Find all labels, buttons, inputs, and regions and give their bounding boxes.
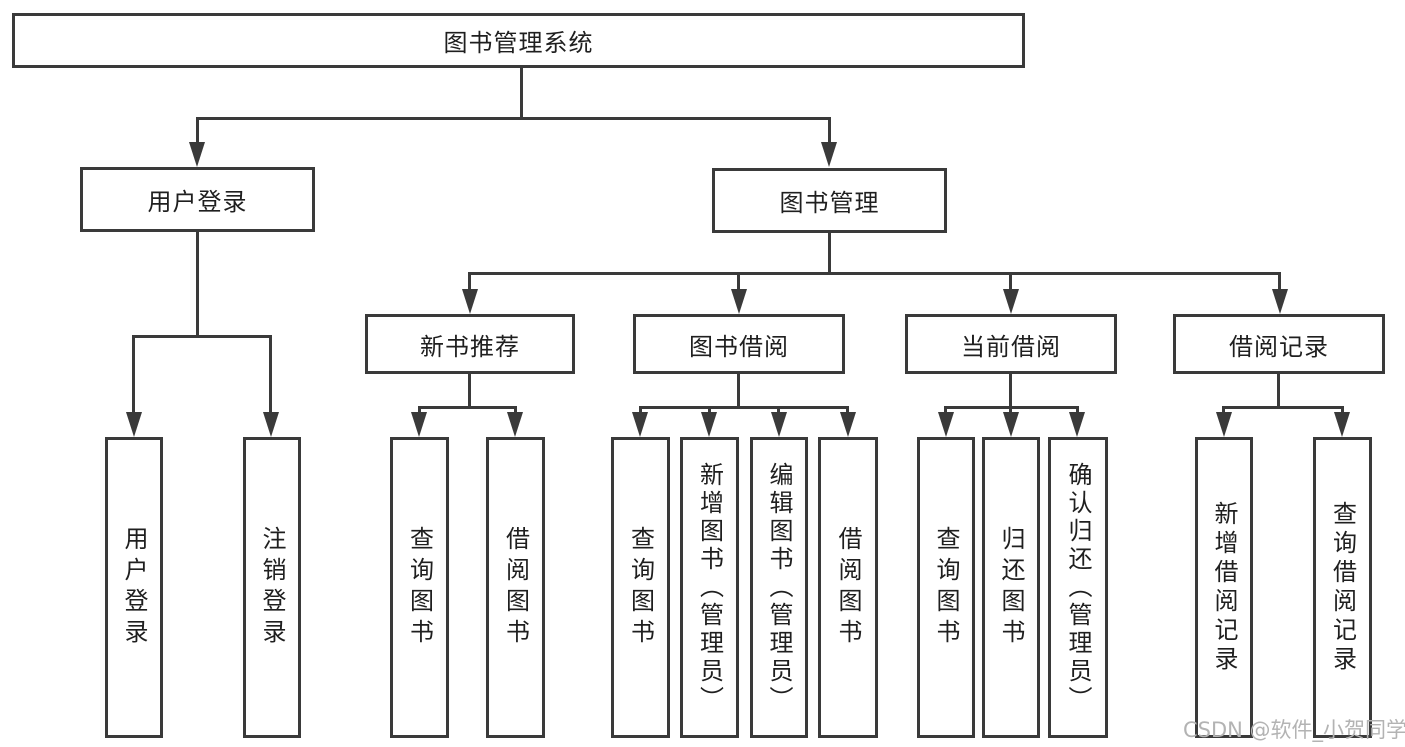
connector-line (1076, 406, 1079, 415)
node-user-login-group: 用户登录 (80, 167, 315, 232)
connector-line (737, 272, 740, 291)
node-borrowing-query-books: 查询图书 (611, 437, 670, 738)
node-current-confirm-return: 确认归还（管理员） (1048, 437, 1108, 738)
arrowhead (126, 412, 142, 437)
node-user-login: 用户登录 (105, 437, 163, 738)
node-root: 图书管理系统 (12, 13, 1025, 68)
arrowhead (771, 412, 787, 437)
connector-line (196, 231, 199, 337)
connector-line (468, 373, 471, 408)
arrowhead (1272, 289, 1288, 314)
connector-line (1222, 406, 1225, 415)
connector-line (132, 335, 272, 338)
connector-line (514, 406, 517, 415)
arrowhead (938, 412, 954, 437)
connector-line (520, 67, 523, 118)
connector-line (737, 373, 740, 408)
node-recommend-borrow-books: 借阅图书 (486, 437, 545, 738)
arrowhead (701, 412, 717, 437)
node-current-borrowing: 当前借阅 (905, 314, 1117, 374)
connector-line (132, 335, 135, 412)
node-current-return-books: 归还图书 (982, 437, 1040, 738)
arrowhead (840, 412, 856, 437)
node-records-add-record: 新增借阅记录 (1195, 437, 1253, 738)
arrowhead (821, 142, 837, 167)
arrowhead (731, 289, 747, 314)
arrowhead (263, 412, 279, 437)
arrowhead (1003, 289, 1019, 314)
connector-line (945, 406, 1079, 409)
connector-line (1009, 406, 1012, 415)
arrowhead (1003, 412, 1019, 437)
connector-line (1009, 373, 1012, 408)
node-new-book-recommend: 新书推荐 (365, 314, 575, 374)
arrowhead (1069, 412, 1085, 437)
connector-line (196, 117, 199, 144)
node-recommend-query-books: 查询图书 (390, 437, 449, 738)
connector-line (1278, 272, 1281, 291)
arrowhead (632, 412, 648, 437)
node-borrowing-borrow-books: 借阅图书 (818, 437, 878, 738)
arrowhead (1216, 412, 1232, 437)
connector-line (639, 406, 642, 415)
connector-line (1009, 272, 1012, 291)
connector-line (269, 335, 272, 412)
node-book-management: 图书管理 (712, 168, 947, 233)
connector-line (1341, 406, 1344, 415)
arrowhead (1334, 412, 1350, 437)
connector-line (1222, 406, 1344, 409)
connector-line (708, 406, 711, 415)
connector-line (777, 406, 780, 415)
node-book-borrowing: 图书借阅 (633, 314, 845, 374)
csdn-watermark: CSDN @软件_小贺同学 (1183, 718, 1405, 742)
connector-line (418, 406, 421, 415)
connector-line (944, 406, 947, 415)
connector-line (196, 117, 831, 120)
arrowhead (462, 289, 478, 314)
arrowhead (189, 142, 205, 167)
arrowhead (507, 412, 523, 437)
node-borrowing-add-books: 新增图书（管理员） (680, 437, 739, 738)
node-records-query-record: 查询借阅记录 (1313, 437, 1372, 738)
arrowhead (411, 412, 427, 437)
connector-line (828, 232, 831, 274)
connector-line (468, 272, 471, 291)
node-logout: 注销登录 (243, 437, 301, 738)
node-current-query-books: 查询图书 (917, 437, 975, 738)
connector-line (418, 406, 517, 409)
connector-line (639, 406, 849, 409)
connector-line (469, 272, 1281, 275)
node-borrowing-records: 借阅记录 (1173, 314, 1385, 374)
connector-line (846, 406, 849, 415)
node-borrowing-edit-books: 编辑图书（管理员） (750, 437, 808, 738)
connector-line (828, 117, 831, 144)
connector-line (1277, 373, 1280, 408)
